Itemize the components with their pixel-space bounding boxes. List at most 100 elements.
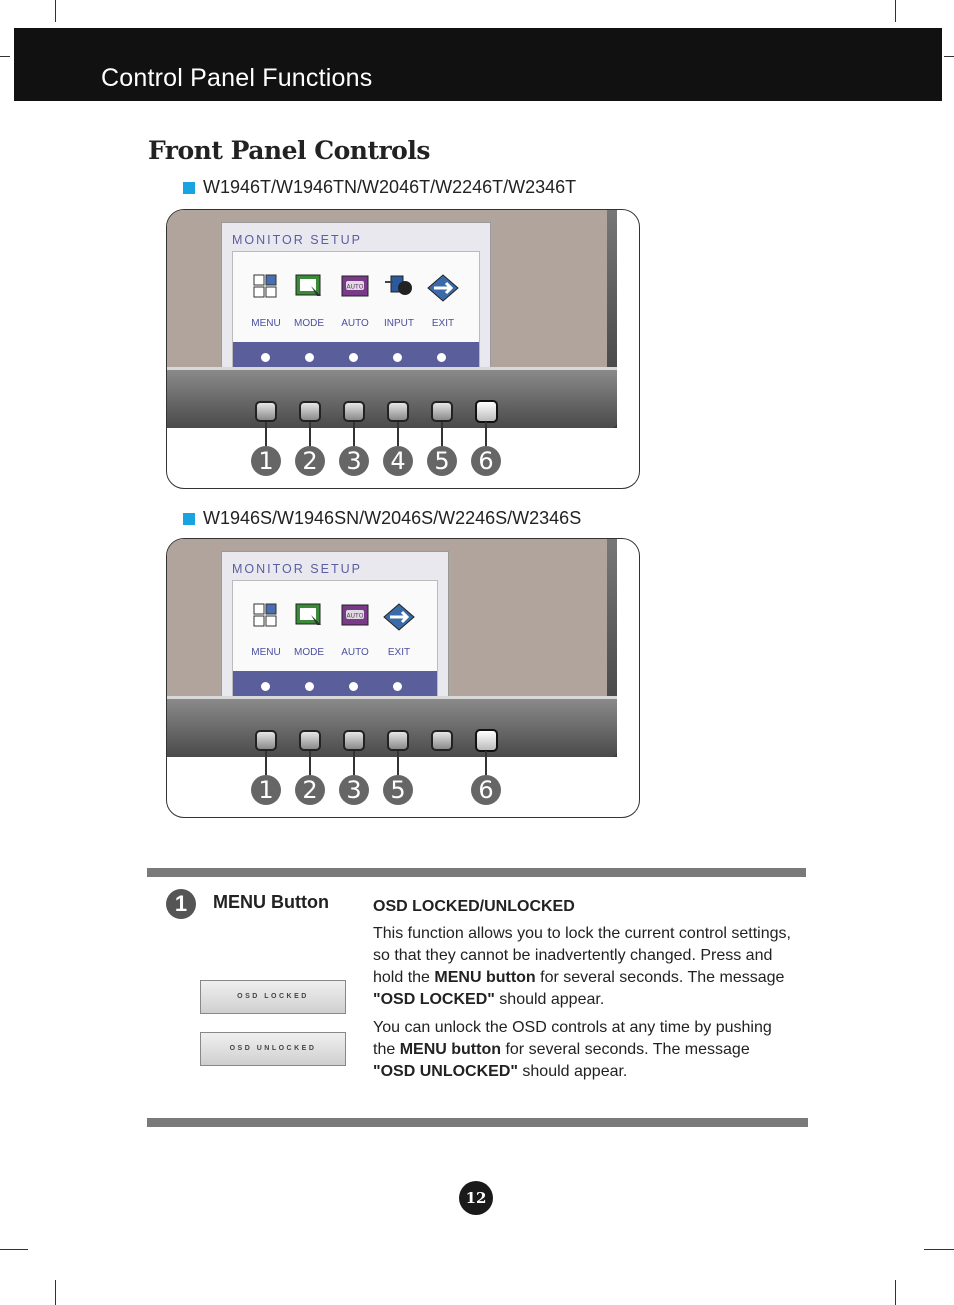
bullet-square-icon (183, 182, 195, 194)
osd-label-exit: EXIT (387, 647, 411, 658)
osd-title: MONITOR SETUP (232, 233, 362, 247)
front-button-5[interactable] (431, 401, 453, 422)
crop-mark (55, 1280, 56, 1305)
osd-panel: AUTO MENU MODE AUTO INPUT EXIT (232, 251, 480, 373)
osd-label-menu: MENU (251, 318, 281, 329)
front-button-4[interactable] (387, 401, 409, 422)
exit-icon (383, 603, 415, 636)
power-button[interactable] (475, 729, 498, 752)
header-bar: Control Panel Functions (14, 28, 942, 101)
section-rule-top (147, 868, 806, 877)
leader-line (397, 751, 399, 775)
crop-mark (924, 1249, 954, 1250)
text-run: This function allows you to lock the cur… (373, 925, 791, 986)
crop-mark (895, 0, 896, 22)
osd-dot (261, 682, 270, 691)
callout-number: 2 (295, 446, 325, 476)
leader-line (353, 422, 355, 446)
description-heading: OSD LOCKED/UNLOCKED (373, 898, 575, 915)
page-header-title: Control Panel Functions (101, 64, 373, 92)
mode-icon (295, 274, 323, 303)
menu-button-label: MENU Button (213, 892, 329, 912)
front-button-3[interactable] (343, 730, 365, 751)
front-button-1[interactable] (255, 401, 277, 422)
front-button-unused[interactable] (431, 730, 453, 751)
text-run: for several seconds. The message (501, 1041, 750, 1058)
crop-mark (55, 0, 56, 22)
bold-run: MENU button (399, 1041, 501, 1058)
osd-dot (261, 353, 270, 362)
osd-window: MONITOR SETUP AUTO MENU MODE AUTO INPUT (221, 222, 491, 373)
auto-icon: AUTO (341, 274, 369, 303)
front-button-5[interactable] (387, 730, 409, 751)
osd-label-menu: MENU (251, 647, 281, 658)
step-number-badge: 1 (166, 889, 196, 919)
callout-number: 1 (251, 446, 281, 476)
callout-number: 5 (383, 775, 413, 805)
leader-line (309, 751, 311, 775)
page-number: 12 (459, 1181, 493, 1215)
osd-dot (393, 353, 402, 362)
mode-icon (295, 603, 323, 632)
leader-line (309, 422, 311, 446)
description-paragraph-2: You can unlock the OSD controls at any t… (373, 1017, 793, 1083)
crop-mark (895, 1280, 896, 1305)
osd-unlocked-box: OSD UNLOCKED (200, 1032, 346, 1066)
callout-number: 6 (471, 775, 501, 805)
bold-run: MENU button (434, 969, 536, 986)
osd-window: MONITOR SETUP AUTO MENU MODE AUTO EXIT (221, 551, 449, 702)
monitor-figure-s: MONITOR SETUP AUTO MENU MODE AUTO EXIT (166, 538, 640, 818)
osd-title: MONITOR SETUP (232, 562, 362, 576)
osd-label-auto: AUTO (341, 647, 369, 658)
callout-number: 5 (427, 446, 457, 476)
model-label-text: W1946T/W1946TN/W2046T/W2246T/W2346T (203, 177, 577, 197)
crop-mark (0, 56, 10, 57)
callout-number: 2 (295, 775, 325, 805)
leader-line (265, 422, 267, 446)
leader-line (485, 422, 487, 446)
osd-label-input: INPUT (384, 318, 414, 329)
leader-line (265, 751, 267, 775)
monitor-figure-t: MONITOR SETUP AUTO MENU MODE AUTO INPUT (166, 209, 640, 489)
model-label-t: W1946T/W1946TN/W2046T/W2246T/W2346T (183, 177, 576, 198)
bezel-right (607, 210, 617, 428)
leader-line (485, 751, 487, 775)
callout-number: 3 (339, 446, 369, 476)
menu-grid-icon (253, 274, 277, 303)
svg-text:AUTO: AUTO (347, 613, 364, 620)
exit-icon (427, 274, 459, 307)
osd-dot (349, 353, 358, 362)
text-run: for several seconds. The message (535, 969, 785, 986)
menu-grid-icon (253, 603, 277, 632)
input-icon (385, 274, 415, 303)
osd-dot (349, 682, 358, 691)
bullet-square-icon (183, 513, 195, 525)
auto-icon: AUTO (341, 603, 369, 632)
bold-run: "OSD LOCKED" (373, 991, 495, 1008)
section-title: Front Panel Controls (148, 136, 430, 165)
front-button-3[interactable] (343, 401, 365, 422)
front-button-1[interactable] (255, 730, 277, 751)
osd-dot (437, 353, 446, 362)
bezel-right (607, 539, 617, 757)
osd-label-mode: MODE (294, 647, 324, 658)
leader-line (441, 422, 443, 446)
callout-number: 4 (383, 446, 413, 476)
bezel-highlight (167, 696, 617, 700)
crop-mark (944, 56, 954, 57)
callout-number: 6 (471, 446, 501, 476)
text-run: should appear. (494, 991, 605, 1008)
front-button-2[interactable] (299, 401, 321, 422)
leader-line (397, 422, 399, 446)
model-label-s: W1946S/W1946SN/W2046S/W2246S/W2346S (183, 508, 581, 529)
osd-locked-box: OSD LOCKED (200, 980, 346, 1014)
front-button-2[interactable] (299, 730, 321, 751)
power-button[interactable] (475, 400, 498, 423)
svg-text:AUTO: AUTO (347, 284, 364, 291)
osd-dot (305, 353, 314, 362)
bezel-highlight (167, 367, 617, 371)
callout-number: 1 (251, 775, 281, 805)
bold-run: "OSD UNLOCKED" (373, 1063, 518, 1080)
osd-dot (393, 682, 402, 691)
text-run: should appear. (517, 1063, 628, 1080)
